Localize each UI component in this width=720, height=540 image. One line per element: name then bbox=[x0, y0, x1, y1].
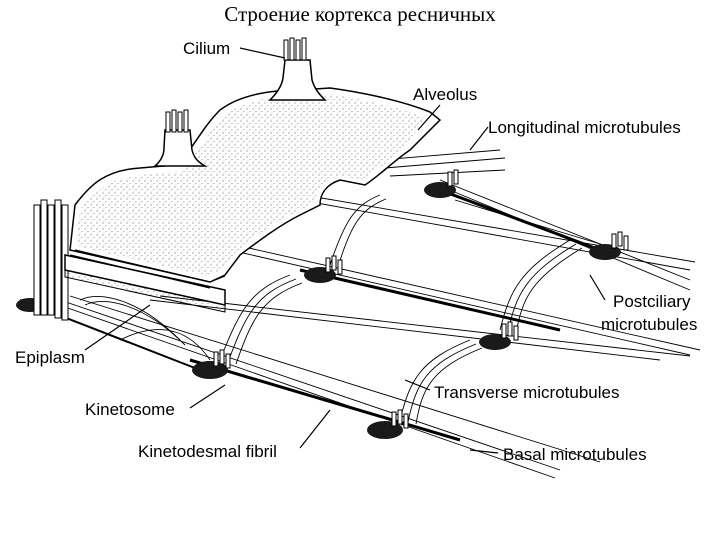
label-epiplasm: Epiplasm bbox=[15, 348, 85, 367]
label-postciliary-line1: Postciliary bbox=[613, 292, 691, 311]
label-postciliary-line2: microtubules bbox=[601, 315, 697, 334]
label-basal-microtubules: Basal microtubules bbox=[503, 445, 647, 464]
label-alveolus: Alveolus bbox=[413, 85, 477, 104]
label-kinetodesmal-fibril: Kinetodesmal fibril bbox=[138, 442, 277, 461]
label-kinetosome: Kinetosome bbox=[85, 400, 175, 419]
alveolus-membrane bbox=[70, 38, 440, 288]
label-cilium: Cilium bbox=[183, 39, 230, 58]
cut-bundle bbox=[34, 200, 68, 320]
label-transverse-microtubules: Transverse microtubules bbox=[434, 383, 620, 402]
label-longitudinal-microtubules: Longitudinal microtubules bbox=[488, 118, 681, 137]
